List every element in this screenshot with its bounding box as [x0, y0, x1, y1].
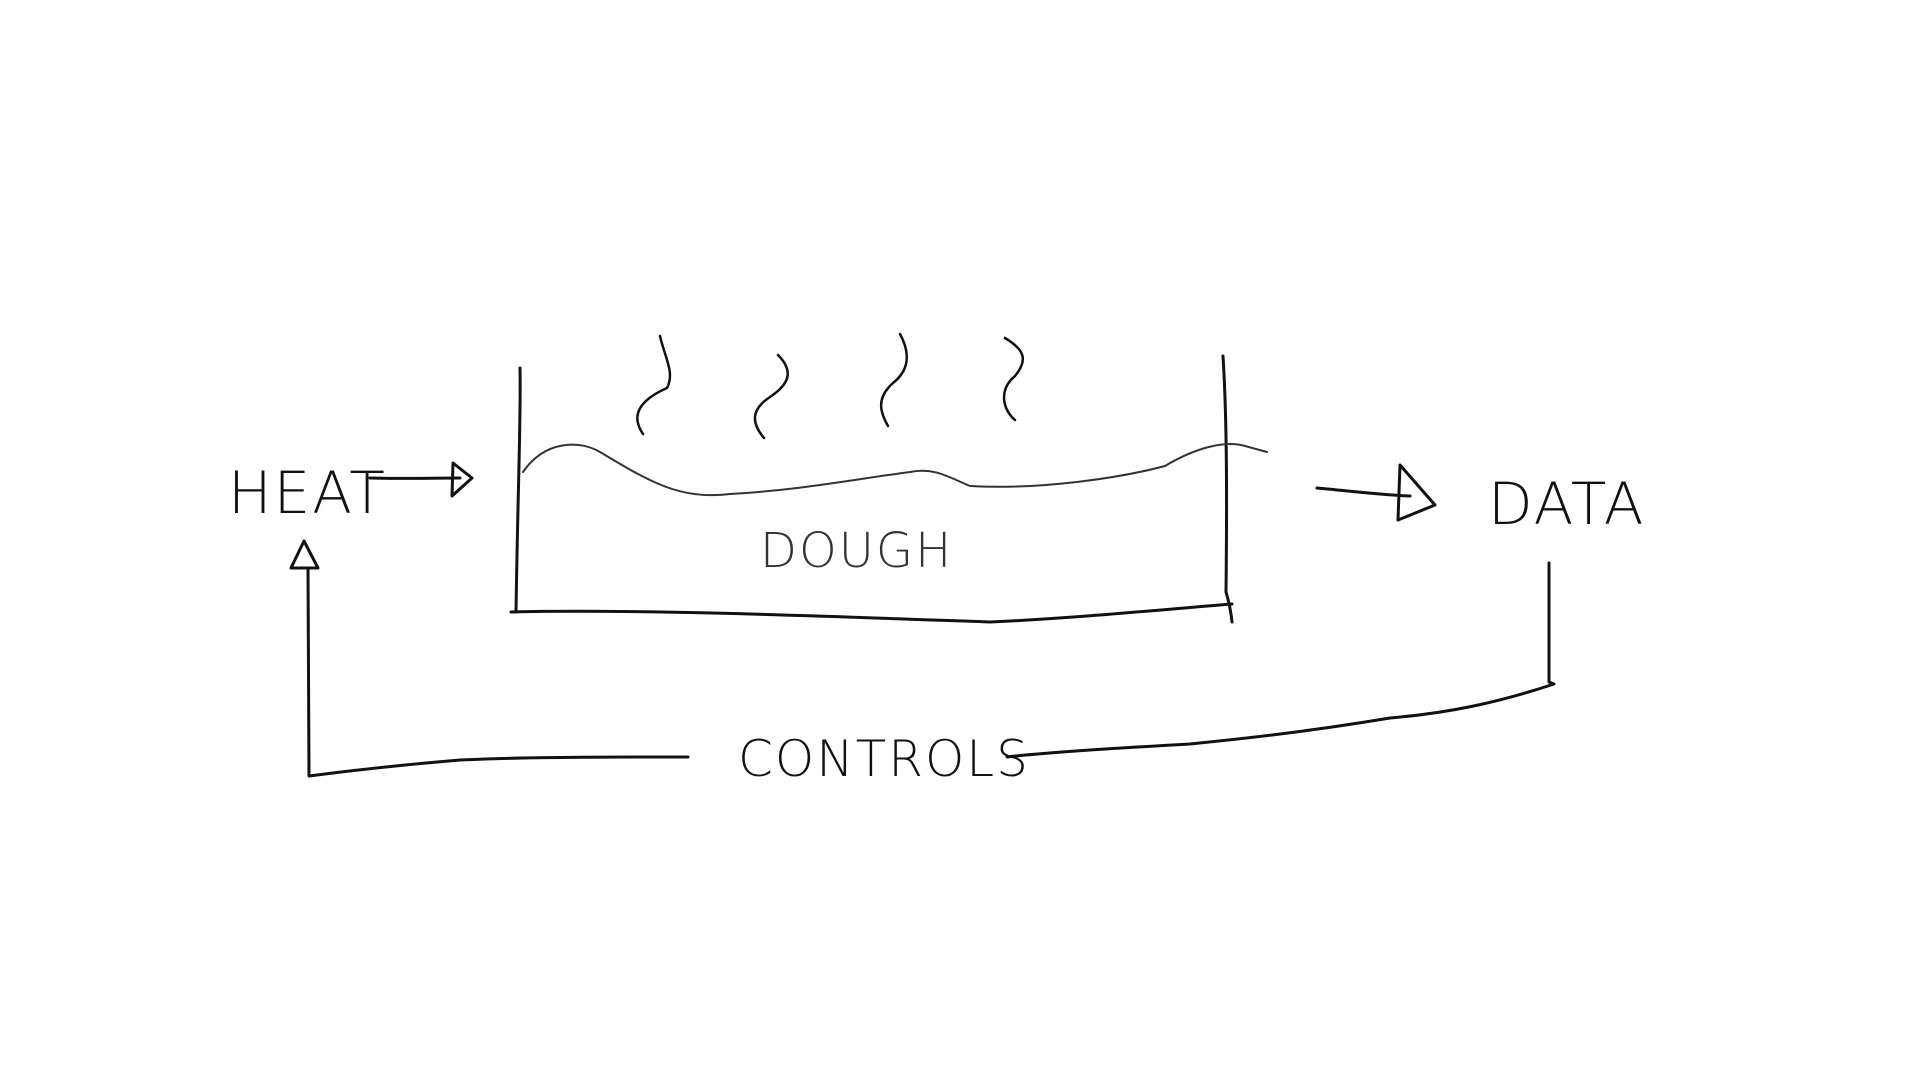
- data-to-controls-line: [1005, 561, 1556, 759]
- controls-to-heat-arrow: [289, 539, 690, 778]
- controls-to-heat-arrowhead: [289, 539, 320, 570]
- steam-icon: [636, 332, 1025, 440]
- container-right-wall: [1221, 354, 1234, 624]
- heat-label: HEAT: [228, 459, 387, 527]
- container-left-wall: [514, 366, 522, 614]
- steam-line-3: [879, 332, 908, 428]
- dough-label: DOUGH: [760, 523, 953, 579]
- steam-line-1: [636, 334, 672, 436]
- heat-to-dough-arrowhead: [450, 461, 474, 498]
- container-bottom: [509, 602, 1234, 624]
- dough-to-data-arrow-shaft: [1315, 486, 1412, 498]
- heat-to-dough-arrow: [368, 461, 474, 498]
- dough-surface: [522, 443, 1268, 497]
- dough-container: [509, 354, 1234, 624]
- steam-line-2: [753, 353, 789, 440]
- steam-line-4: [1002, 336, 1025, 422]
- dough-to-data-arrow: [1315, 463, 1437, 522]
- controls-label: CONTROLS: [738, 730, 1030, 788]
- data-label: DATA: [1488, 470, 1645, 538]
- dough-to-data-arrowhead: [1396, 463, 1437, 522]
- controls-to-heat-line: [306, 566, 690, 778]
